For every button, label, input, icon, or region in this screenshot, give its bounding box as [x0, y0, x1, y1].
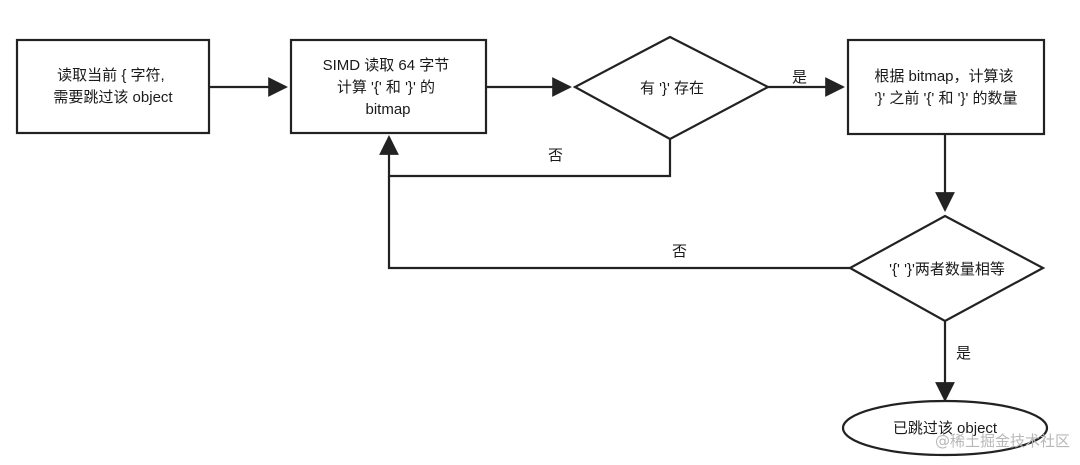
node-count: 根据 bitmap，计算该 '}' 之前 '{' 和 '}' 的数量 [846, 38, 1046, 136]
end-label-line: 已跳过该 object [893, 420, 998, 437]
start-label-line: 读取当前 { 字符, [57, 67, 165, 84]
start-label-line: 需要跳过该 object [53, 89, 173, 106]
simd-label: SIMD 读取 64 字节 计算 '{' 和 '}' 的 bitmap [323, 57, 454, 118]
node-end: 已跳过该 object [841, 399, 1049, 457]
node-decision-brace: 有 '}' 存在 [572, 35, 771, 141]
edge-label-brace-yes: 是 [792, 69, 807, 86]
end-ellipse [841, 399, 1049, 457]
count-label-line: 根据 bitmap，计算该 [874, 67, 1013, 85]
end-label: 已跳过该 object [893, 420, 998, 437]
start-box [15, 38, 211, 135]
count-label-line: '}' 之前 '{' 和 '}' 的数量 [874, 90, 1017, 107]
decision-equal-label: '{' '}'两者数量相等 [889, 260, 1005, 278]
simd-label-line: SIMD 读取 64 字节 [323, 57, 450, 74]
connector-decision-no-loop [379, 135, 672, 178]
start-label: 读取当前 { 字符, 需要跳过该 object [53, 67, 173, 106]
decision-brace-diamond [572, 35, 771, 141]
simd-box [289, 38, 488, 135]
decision-equal-label-line: '{' '}'两者数量相等 [889, 260, 1005, 278]
simd-label-line: bitmap [365, 101, 410, 118]
node-decision-equal: '{' '}'两者数量相等 [847, 214, 1046, 323]
node-start: 读取当前 { 字符, 需要跳过该 object [15, 38, 211, 135]
node-simd: SIMD 读取 64 字节 计算 '{' 和 '}' 的 bitmap [289, 38, 488, 135]
watermark: @稀土掘金技术社区 [935, 432, 1070, 450]
edge-label-brace-no: 否 [548, 147, 563, 164]
decision-brace-label-line: 有 '}' 存在 [640, 80, 704, 97]
count-box [846, 38, 1046, 136]
simd-label-line: 计算 '{' 和 '}' 的 [337, 78, 435, 96]
connector-equal-no-loop [387, 176, 850, 270]
decision-equal-diamond [847, 214, 1046, 323]
edge-label-equal-no: 否 [672, 243, 687, 260]
count-label: 根据 bitmap，计算该 '}' 之前 '{' 和 '}' 的数量 [874, 67, 1017, 107]
decision-brace-label: 有 '}' 存在 [640, 80, 704, 97]
edge-label-equal-yes: 是 [956, 345, 971, 362]
connectors [210, 77, 955, 402]
